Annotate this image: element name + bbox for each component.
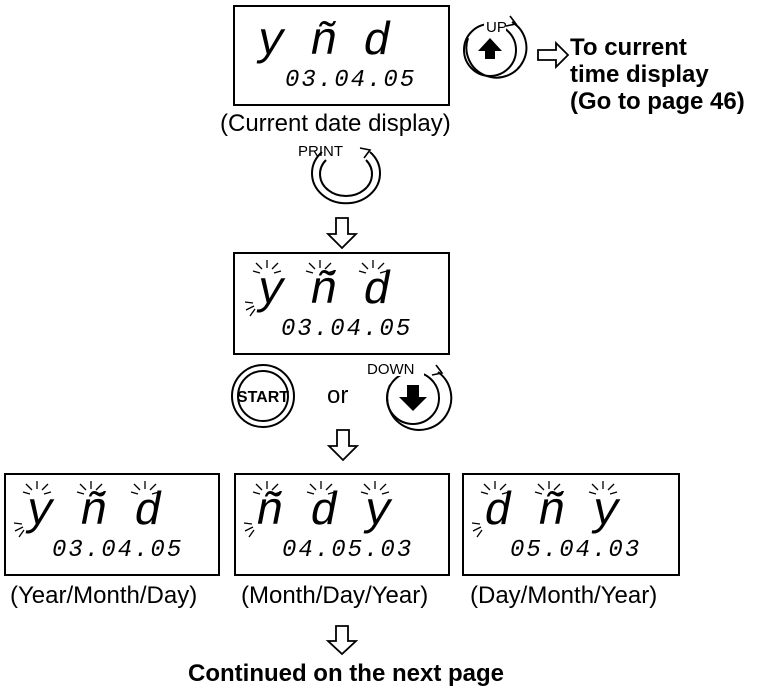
up-arrow-icon xyxy=(478,38,502,59)
hollow-arrow-down-1 xyxy=(325,217,359,250)
hollow-arrow-down-3 xyxy=(325,625,359,656)
down-button[interactable]: DOWN xyxy=(366,360,453,431)
to-time-line1: To current xyxy=(570,34,687,61)
down-button-label: DOWN xyxy=(367,361,415,378)
current-date-lcd: y ñ d 03.04.05 xyxy=(233,5,450,106)
start-button[interactable]: START xyxy=(231,364,295,428)
format-lcd-dmy: d ñ y 05.04.03 xyxy=(462,473,680,576)
lcd-segment-month: ñ xyxy=(310,265,338,317)
lcd-segment-year: y xyxy=(26,486,54,538)
lcd-segment-month: ñ xyxy=(256,486,284,538)
lcd-date-value: 03.04.05 xyxy=(52,537,184,564)
lcd-segment-year: y xyxy=(257,16,285,68)
start-button-label: START xyxy=(237,389,289,406)
lcd-date-value: 03.04.05 xyxy=(281,316,413,343)
lcd-date-value: 04.05.03 xyxy=(282,537,414,564)
hollow-arrow-right xyxy=(537,40,570,70)
print-button-label: PRINT xyxy=(298,143,343,160)
blink-marks-dmy xyxy=(471,480,618,538)
hollow-arrow-down-2 xyxy=(326,429,360,462)
print-button[interactable]: PRINT xyxy=(298,143,381,205)
blink-marks-mdy xyxy=(243,480,390,538)
lcd-date-value: 03.04.05 xyxy=(285,67,417,94)
lcd-segment-year: y xyxy=(592,486,620,538)
lcd-segment-day: d xyxy=(310,486,338,538)
lcd-segment-year: y xyxy=(257,265,285,317)
lcd-segment-day: d xyxy=(363,16,391,68)
to-time-line3: (Go to page 46) xyxy=(570,88,745,115)
format-select-lcd: y ñ d 03.04.05 xyxy=(233,252,450,355)
up-button-label: UP xyxy=(486,19,507,36)
lcd-segment-month: ñ xyxy=(538,486,566,538)
or-text: or xyxy=(327,382,349,409)
lcd-segment-month: ñ xyxy=(310,16,338,68)
lcd-segment-day: d xyxy=(484,486,512,538)
to-time-line2: time display xyxy=(570,61,709,88)
continued-text: Continued on the next page xyxy=(188,660,504,687)
lcd-date-value: 05.04.03 xyxy=(510,537,642,564)
lcd-segment-year: y xyxy=(364,486,392,538)
current-date-caption: (Current date display) xyxy=(220,110,451,137)
blink-marks-select xyxy=(244,259,388,317)
down-arrow-icon xyxy=(399,385,427,411)
lcd-segment-month: ñ xyxy=(80,486,108,538)
caption-mdy: (Month/Day/Year) xyxy=(241,582,429,609)
lcd-segment-day: d xyxy=(134,486,162,538)
caption-ymd: (Year/Month/Day) xyxy=(10,582,198,609)
blink-marks-ymd xyxy=(13,480,160,538)
lcd-segment-day: d xyxy=(363,265,391,317)
caption-dmy: (Day/Month/Year) xyxy=(470,582,658,609)
format-lcd-ymd: y ñ d 03.04.05 xyxy=(4,473,220,576)
format-lcd-mdy: ñ d y 04.05.03 xyxy=(234,473,450,576)
up-button[interactable]: UP xyxy=(463,15,528,79)
